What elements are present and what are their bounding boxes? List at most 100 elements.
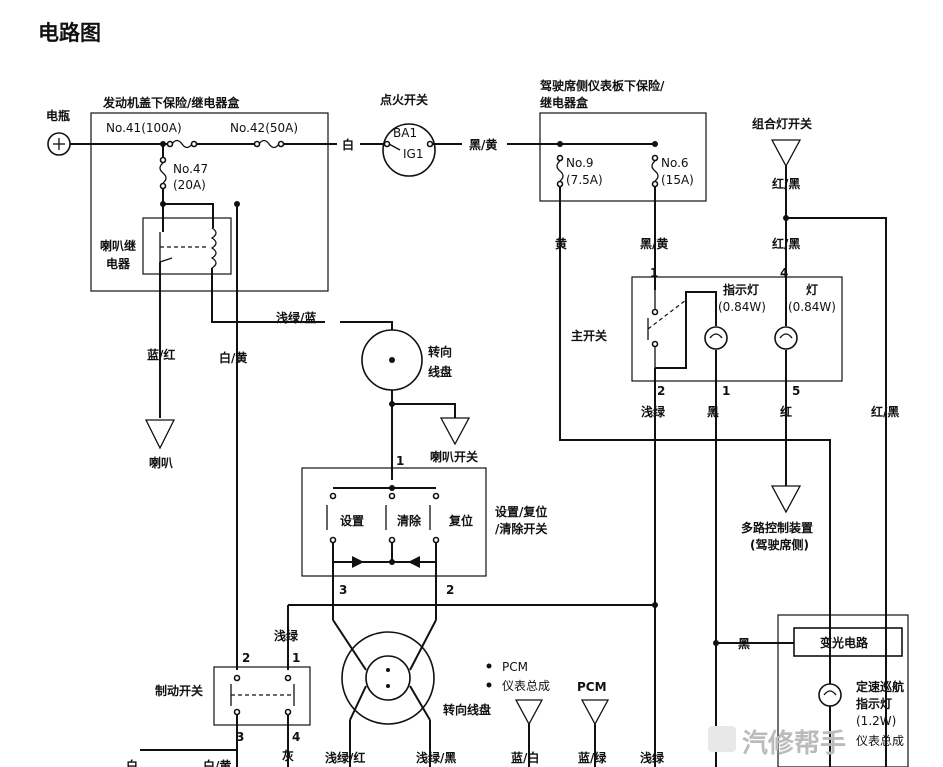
fuse-47-rating: (20A)	[173, 178, 206, 192]
wire-label-light-green-blue: 浅绿/蓝	[276, 310, 316, 325]
set-resume-switch-outline	[301, 467, 487, 577]
watermark: 汽修帮手	[708, 726, 846, 759]
combo-light-switch-terminal-icon	[770, 139, 802, 168]
horn-label: 喇叭	[149, 455, 173, 470]
wire-fuse47-relay	[162, 188, 214, 228]
wire-label-light-green-red: 浅绿/红	[325, 750, 365, 765]
connection-note-cluster: 仪表总成	[502, 679, 550, 693]
indicator-light-rating: (0.84W)	[718, 300, 766, 314]
fuse-41-label: No.41(100A)	[106, 121, 182, 135]
wire-red-black-right	[786, 217, 887, 767]
main-switch-block: 1 4 主开关 指示灯 (0.84W) 灯 (0.84W) 2 1 5	[571, 266, 843, 398]
wire-label-black-yellow: 黑/黄	[640, 236, 668, 251]
wire-label-blue-green: 蓝/绿	[578, 750, 607, 765]
terminal-triangle-left-icon	[514, 699, 544, 726]
wire-label-white-yellow: 白/黄	[219, 350, 247, 365]
ignition-switch-title: 点火开关	[380, 92, 428, 107]
main-switch-label: 主开关	[571, 328, 607, 343]
engine-fuse-box-title: 发动机盖下保险/继电器盒	[102, 95, 240, 110]
ignition-contact-ba1: BA1	[393, 126, 417, 140]
fuse-9-rating: (7.5A)	[566, 173, 603, 187]
main-switch-outline	[631, 276, 843, 382]
pcm-terminal-label: PCM	[577, 680, 607, 694]
brake-switch-pin-2: 2	[242, 651, 250, 665]
multiplex-unit-line2: (驾驶席侧)	[750, 537, 809, 552]
fuse-9-icon	[556, 160, 564, 182]
cable-reel-top-line2: 线盘	[428, 364, 452, 379]
brake-switch-pin-4: 4	[292, 730, 300, 744]
brake-switch-pin-1: 1	[292, 651, 300, 665]
horn-terminal-icon	[144, 419, 176, 450]
engine-fuse-box: 发动机盖下保险/继电器盒 No.41(100A) No.42(50A) No.4…	[90, 95, 329, 292]
dash-fuse-box-outline	[539, 112, 707, 202]
diode-right-icon	[408, 556, 420, 568]
cable-reel-bottom: 转向线盘	[332, 619, 491, 725]
wire-label-gray: 灰	[282, 748, 294, 763]
wire-label-yellow: 黄	[555, 236, 567, 251]
wire-label-red-black-right: 红/黑	[871, 404, 899, 419]
ignition-contact-ig1: IG1	[403, 147, 423, 161]
lamp-rating: (0.84W)	[788, 300, 836, 314]
wire-label-blue-white: 蓝/白	[511, 750, 539, 765]
watermark-text: 汽修帮手	[742, 728, 846, 759]
pcm-terminal-icon	[580, 699, 610, 726]
lamp-bulb-icon	[774, 326, 798, 350]
brake-switch-label: 制动开关	[155, 683, 203, 698]
set-label: 设置	[340, 513, 364, 528]
wire-label-white: 白	[342, 137, 354, 152]
fuse-6-rating: (15A)	[661, 173, 694, 187]
fuse-42-label: No.42(50A)	[230, 121, 298, 135]
dimmer-box-outline	[777, 614, 909, 767]
ignition-switch-body	[382, 123, 436, 177]
cable-reel-top-line1: 转向	[428, 344, 452, 359]
horn-relay-coil-icon	[210, 227, 217, 269]
wire-label-red-black-upper: 红/黑	[772, 176, 800, 191]
dimmer-circuit-title: 变光电路	[820, 635, 869, 650]
fuse-6-icon	[651, 160, 659, 182]
cluster-partial-label: 仪表总成	[856, 734, 904, 748]
wire-relay-horn-switch	[211, 268, 325, 323]
wire-label-light-green-black: 浅绿/黑	[416, 750, 456, 765]
fuse-42-icon	[258, 139, 280, 149]
wire-yellow	[559, 186, 831, 767]
lamp-title: 灯	[806, 282, 818, 297]
set-switch-pin-2: 2	[446, 583, 454, 597]
connection-note-pcm: PCM	[502, 660, 528, 674]
set-switch-pin-3: 3	[339, 583, 347, 597]
wire-label-black-yellow-top: 黑/黄	[469, 137, 497, 152]
horn-relay-label-line1: 喇叭继	[100, 238, 136, 253]
dash-fuse-box-title-line1: 驾驶席侧仪表板下保险/	[539, 78, 665, 93]
combo-light-switch-title: 组合灯开关	[752, 116, 812, 131]
set-resume-switch: 1 设置/复位 /清除开关 设置 清除 复位 3 2	[301, 454, 547, 597]
brake-switch: 制动开关 2 1 3 4	[155, 651, 311, 744]
engine-fuse-box-outline	[90, 112, 329, 292]
cruise-indicator-line2: 指示灯	[856, 696, 892, 711]
fuse-6-number: No.6	[661, 156, 689, 170]
cruise-indicator-bulb-icon	[818, 683, 842, 707]
fuse-47-icon	[159, 162, 167, 184]
wire-label-red-mid: 红	[780, 404, 792, 419]
cruise-indicator-line1: 定速巡航	[856, 679, 904, 694]
main-switch-pin-1: 1	[722, 384, 730, 398]
multiplex-unit-terminal-icon	[770, 485, 802, 514]
wire-label-cut-left-2: 白/黄	[203, 758, 231, 767]
horn-relay-label-line2: 电器	[106, 256, 131, 271]
horn-relay-box	[142, 217, 232, 275]
set-resume-switch-title-line2: /清除开关	[495, 521, 547, 536]
main-switch-pin-4: 4	[780, 266, 788, 280]
dimmer-box: 变光电路 黑 定速巡航 指示灯 (1.2W) 仪表总成	[713, 614, 909, 767]
wire-label-light-green-mid: 浅绿	[641, 404, 666, 419]
wire-label-blue-red: 蓝/红	[147, 347, 175, 362]
main-switch-pin-top: 1	[650, 266, 658, 280]
indicator-light-title: 指示灯	[723, 282, 759, 297]
diode-left-icon	[352, 556, 364, 568]
cancel-label: 清除	[397, 513, 422, 528]
fuse-41-icon	[171, 139, 193, 149]
brake-switch-pin-3: 3	[236, 730, 244, 744]
resume-label: 复位	[448, 513, 473, 528]
fuse-47-number: No.47	[173, 162, 208, 176]
page-title: 电路图	[38, 21, 101, 45]
ignition-switch: 点火开关 BA1 IG1	[380, 92, 436, 177]
wire-label-cut-left-1: 白	[126, 758, 138, 767]
cruise-indicator-rating: (1.2W)	[856, 714, 896, 728]
